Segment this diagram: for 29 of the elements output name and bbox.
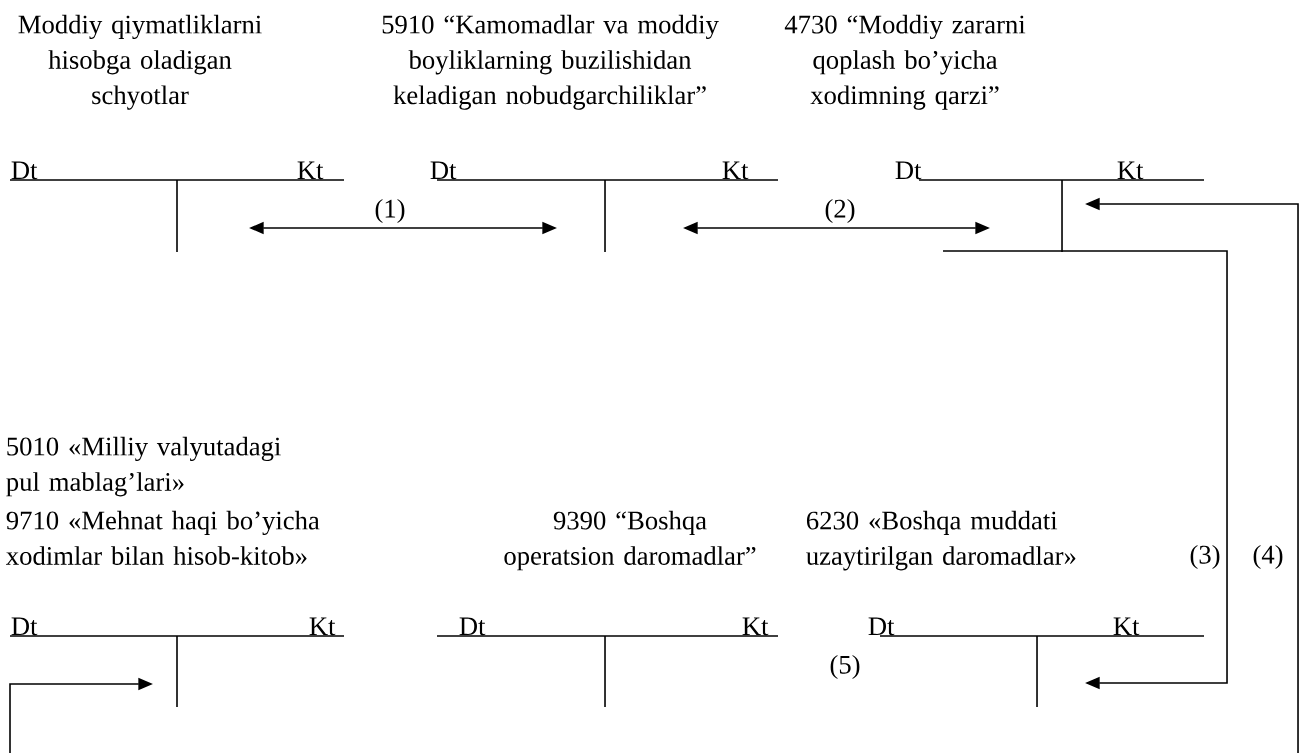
account-title: 4730 “Moddiy zararni qoplash bo’yicha xodimning qarzi” [784, 14, 1026, 110]
edge-label: (3) [1188, 543, 1222, 571]
account-title: 9390 “Boshqa operatsion daromadlar” [504, 510, 756, 571]
account-title: 6230 «Boshqa muddati uzaytirilgan daromadlar» [806, 510, 1076, 571]
column-heading: Dt [11, 161, 38, 180]
column-heading: Kt [722, 161, 749, 180]
t-account [436, 510, 779, 708]
edge-label: (2) [823, 197, 857, 225]
column-heading: Dt [11, 617, 38, 636]
callout-number: (5) [830, 654, 860, 680]
t-account [6, 436, 345, 708]
account-title: 9710 «Mehnat haqi bo’yicha xodimlar bilan hisob-kitob» [6, 510, 320, 565]
column-heading: Dt [895, 161, 922, 180]
column-heading: Dt [459, 617, 486, 636]
edge-label: (1) [373, 197, 407, 225]
column-heading: Dt [430, 161, 457, 180]
column-heading: Kt [1117, 161, 1144, 180]
account-title: 5010 «Milliy valyutadagi pul mablag’lari» [6, 436, 281, 497]
column-heading: Dt [868, 617, 895, 636]
arrow [942, 250, 1228, 690]
t-account [784, 14, 1205, 253]
column-heading: Kt [1113, 617, 1140, 636]
account-title: 5910 “Kamomadlar va moddiy boyliklarning buzilishidan keladigan nobudgarchiliklar” [382, 14, 719, 110]
column-heading: Kt [297, 161, 324, 180]
edge-label: (4) [1251, 543, 1285, 571]
account-title: Moddiy qiymatliklarni hisobga oladigan schyotlar [18, 14, 262, 110]
column-heading: Kt [309, 617, 336, 636]
t-account [9, 14, 345, 253]
column-heading: Kt [742, 617, 769, 636]
